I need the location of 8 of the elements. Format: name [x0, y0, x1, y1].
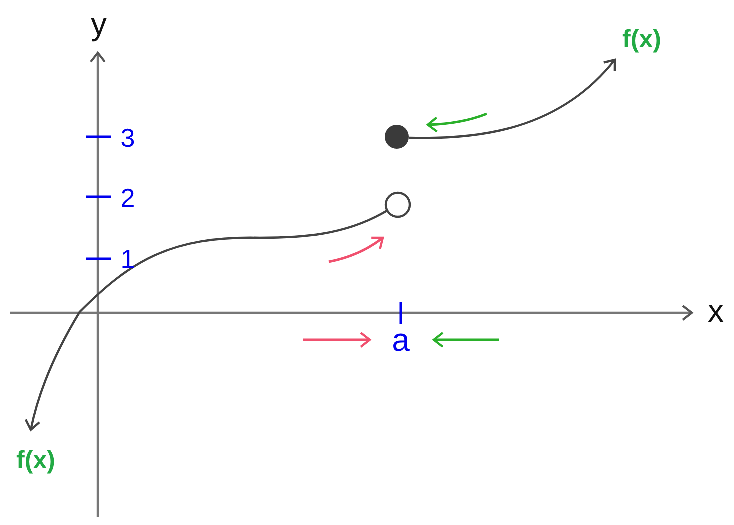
- function-label: f(x): [16, 448, 56, 474]
- axis-label: y: [91, 8, 107, 40]
- tick-label: 3: [120, 125, 136, 151]
- axis-label: x: [708, 295, 724, 327]
- tick-label: 2: [120, 185, 136, 211]
- tick-label: 1: [120, 246, 136, 272]
- function-label: f(x): [622, 28, 662, 52]
- point-label: a: [392, 324, 410, 356]
